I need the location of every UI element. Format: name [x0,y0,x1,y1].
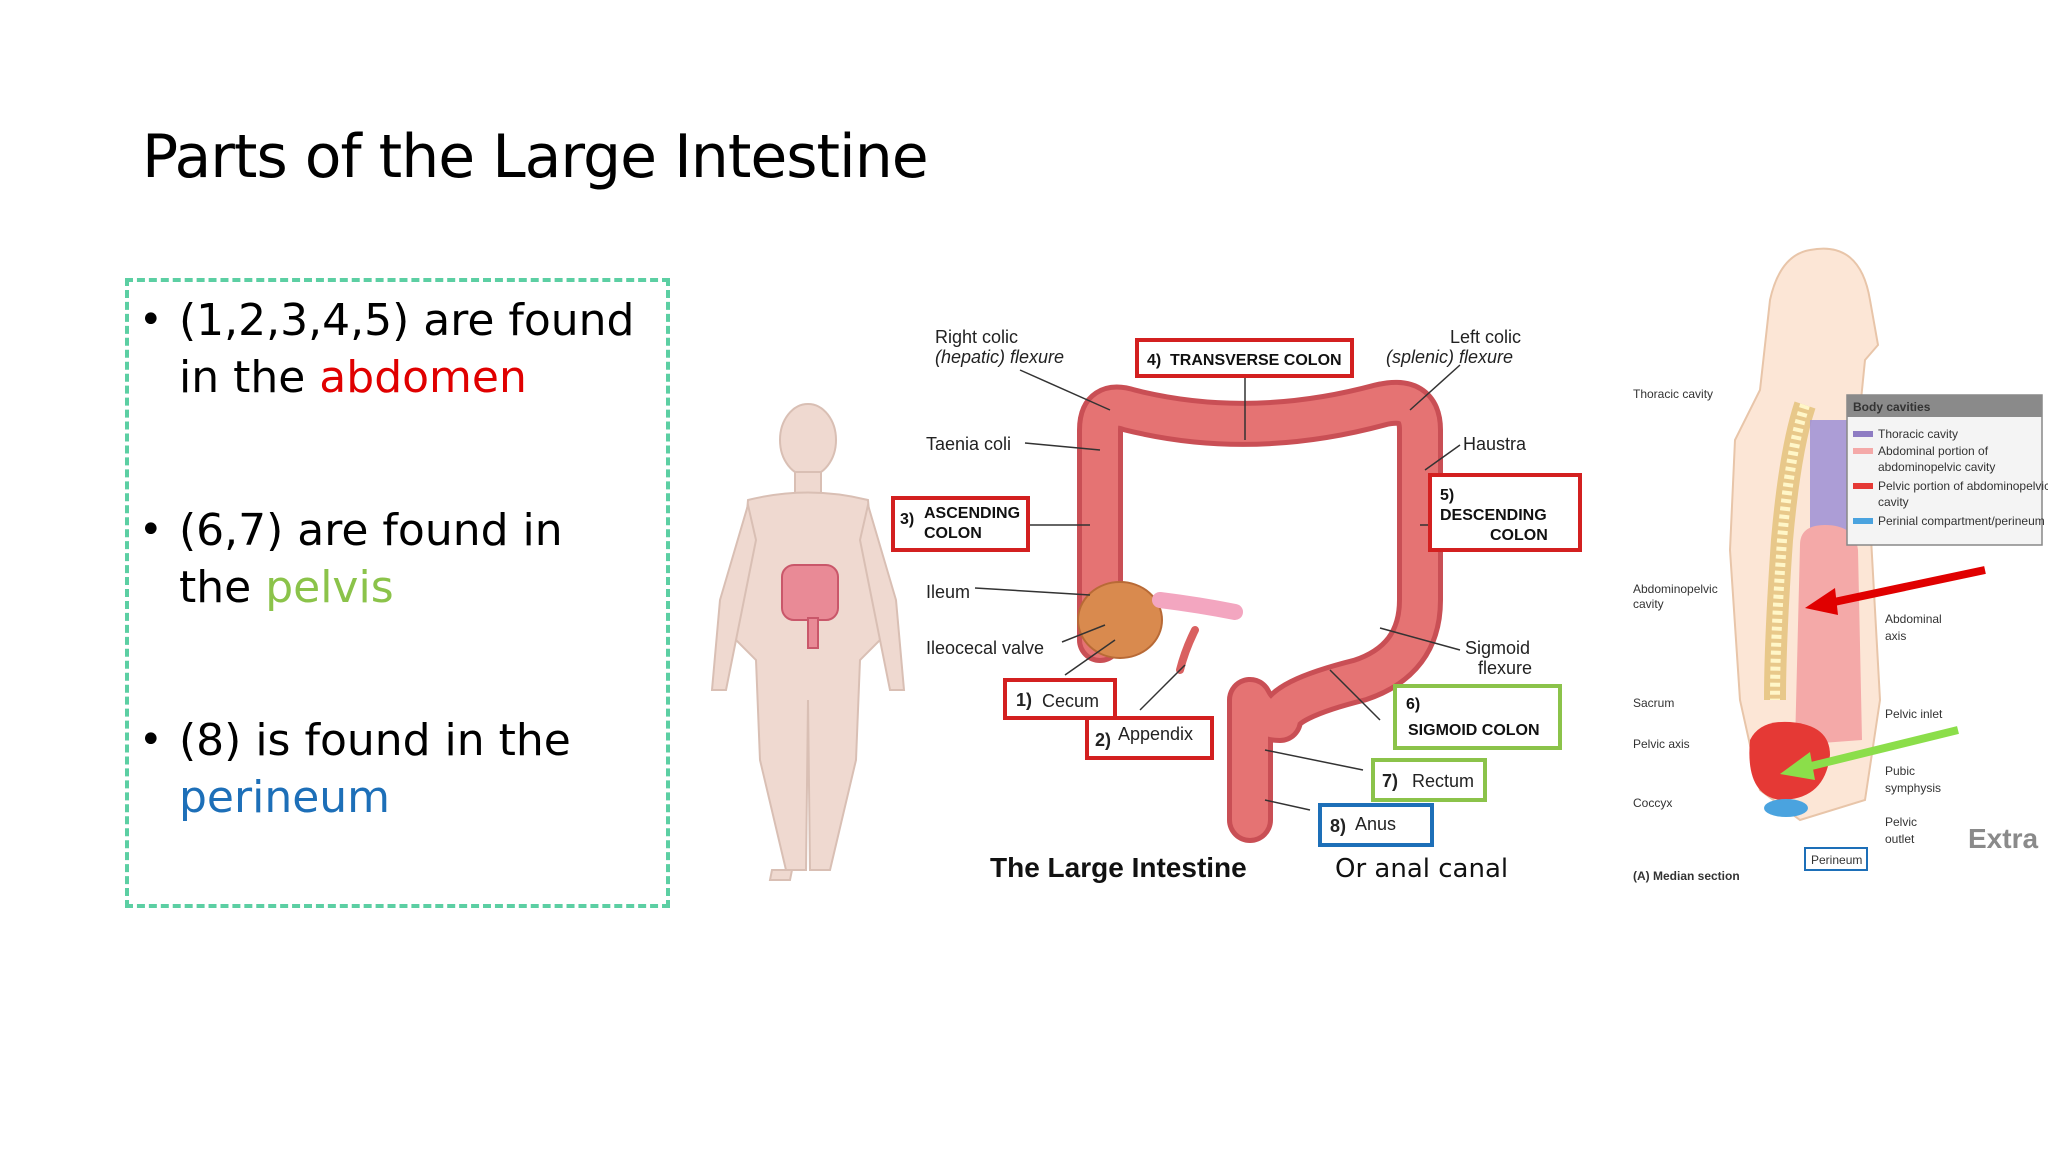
label-ileum: Ileum [926,582,970,602]
label-pubic-1: Pubic [1885,764,1915,778]
box-anus: 8) Anus [1320,805,1432,845]
box-num: 8) [1330,816,1346,836]
box-num: 6) [1406,696,1420,713]
legend-swatch-thoracic [1853,431,1873,437]
box-name-2: COLON [1490,527,1548,544]
label-ileocecal: Ileocecal valve [926,638,1044,658]
box-ascending: 3) ASCENDING COLON [893,498,1028,550]
legend-item-4: Perinial compartment/perineum [1878,514,2045,528]
box-num: 4) [1147,352,1161,369]
box-num: 7) [1382,771,1398,791]
legend-item-3b: cavity [1878,495,1909,509]
box-descending: 5) DESCENDING COLON [1430,475,1580,550]
legend-item-3a: Pelvic portion of abdominopelvic [1878,479,2048,493]
section-caption: (A) Median section [1633,869,1740,883]
box-appendix: 2) Appendix [1087,718,1212,758]
box-num: 5) [1440,487,1454,504]
legend-swatch-abdominal [1853,448,1873,454]
box-num: 2) [1095,730,1111,750]
box-name-2: COLON [924,525,982,542]
box-name: Appendix [1118,724,1193,744]
label-taenia: Taenia coli [926,434,1011,454]
label-left-colic-2: (splenic) flexure [1386,347,1513,367]
label-sigmoid-flexure-1: Sigmoid [1465,638,1530,658]
label-thoracic: Thoracic cavity [1633,387,1713,401]
anal-note: Or anal canal [1335,854,1508,884]
label-sacrum: Sacrum [1633,696,1674,710]
box-name: Rectum [1412,771,1474,791]
diagram-caption: The Large Intestine [990,852,1247,883]
box-name: TRANSVERSE COLON [1170,352,1342,369]
legend-swatch-perineum [1853,518,1873,524]
box-name: SIGMOID COLON [1408,722,1540,739]
box-cecum: 1) Cecum [1005,680,1115,718]
legend-swatch-pelvic [1853,483,1873,489]
box-name: Anus [1355,814,1396,834]
box-transverse: 4) TRANSVERSE COLON [1137,340,1352,376]
box-rectum: 7) Rectum [1373,760,1485,800]
label-abdominal-axis-2: axis [1885,629,1906,643]
label-coccyx: Coccyx [1633,796,1672,810]
box-name: Cecum [1042,691,1099,711]
label-pelvic-outlet-2: outlet [1885,832,1915,846]
label-pelvic-inlet: Pelvic inlet [1885,707,1943,721]
legend-item-2a: Abdominal portion of [1878,444,1989,458]
label-right-colic-1: Right colic [935,327,1018,347]
box-name-1: ASCENDING [924,505,1020,522]
label-sigmoid-flexure-2: flexure [1478,658,1532,678]
box-num: 1) [1016,690,1032,710]
label-right-colic-2: (hepatic) flexure [935,347,1064,367]
box-name-1: DESCENDING [1440,507,1547,524]
box-sigmoid: 6) SIGMOID COLON [1395,686,1560,748]
label-abdominopelvic-2: cavity [1633,597,1664,611]
legend-title: Body cavities [1853,400,1931,414]
label-pelvic-axis: Pelvic axis [1633,737,1690,751]
box-num: 3) [900,511,914,528]
label-pubic-2: symphysis [1885,781,1941,795]
label-abdominal-axis-1: Abdominal [1885,612,1942,626]
label-haustra: Haustra [1463,434,1527,454]
body-cavities-legend: Body cavities Thoracic cavity Abdominal … [1847,395,2048,545]
legend-item-2b: abdominopelvic cavity [1878,460,1995,474]
label-pelvic-outlet-1: Pelvic [1885,815,1917,829]
extra-label: Extra [1968,823,2038,854]
label-perineum: Perineum [1811,853,1862,867]
legend-item-1: Thoracic cavity [1878,427,1958,441]
label-abdominopelvic-1: Abdominopelvic [1633,582,1718,596]
label-left-colic-1: Left colic [1450,327,1521,347]
